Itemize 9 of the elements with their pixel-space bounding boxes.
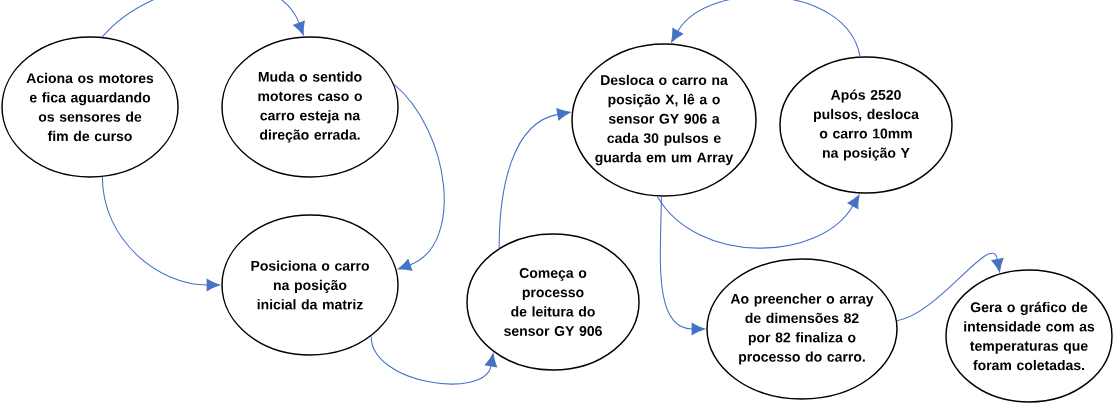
arrow <box>370 335 498 385</box>
arrow <box>393 83 445 271</box>
arrow <box>101 0 305 38</box>
arrow <box>659 196 705 336</box>
arrow <box>498 108 571 249</box>
arrow <box>896 252 1004 322</box>
arrow <box>101 176 220 292</box>
arrow <box>671 0 861 57</box>
arrow <box>656 194 860 249</box>
